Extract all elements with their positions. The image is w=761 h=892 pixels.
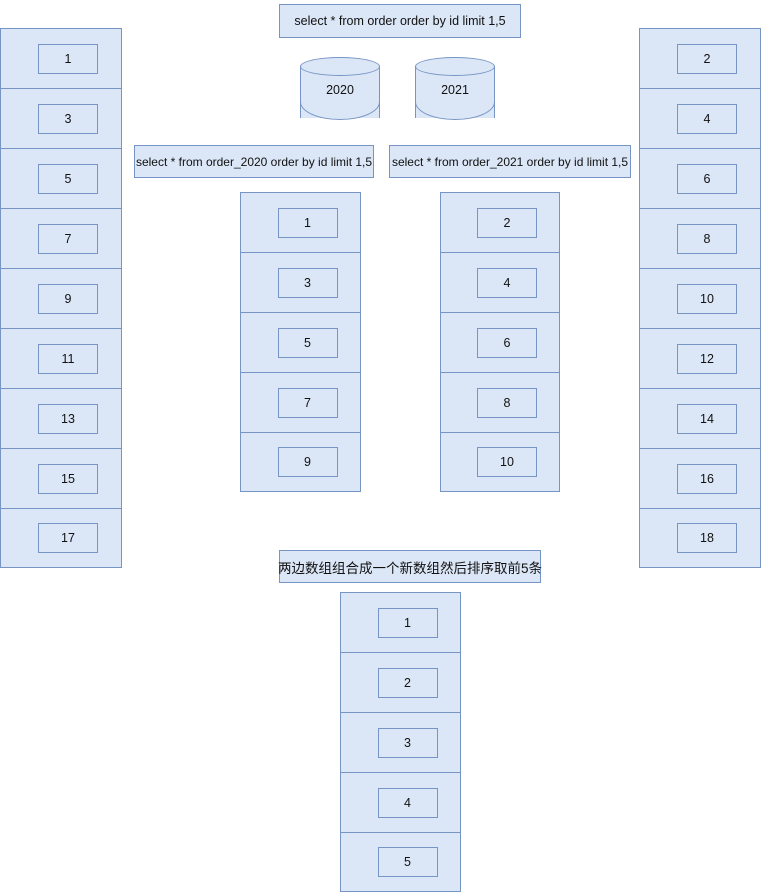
cell-value: 6 xyxy=(477,327,537,358)
shard-query-box-2021: select * from order_2021 order by id lim… xyxy=(389,145,631,178)
cell-value: 4 xyxy=(477,267,537,298)
table-row: 6 xyxy=(639,148,761,208)
source-table-2020-column: 1 3 5 7 9 11 13 15 17 xyxy=(0,28,122,568)
cell-value: 3 xyxy=(377,727,438,758)
table-row: 2 xyxy=(340,652,461,712)
cell-value: 2 xyxy=(377,667,438,698)
cell-value: 9 xyxy=(38,283,98,314)
table-row: 5 xyxy=(0,148,122,208)
cell-value: 3 xyxy=(38,103,98,134)
source-table-2021-column: 2 4 6 8 10 12 14 16 18 xyxy=(639,28,761,568)
cell-value: 5 xyxy=(277,327,338,358)
cell-value: 8 xyxy=(677,223,737,254)
table-row: 4 xyxy=(340,772,461,832)
table-row: 2 xyxy=(639,28,761,88)
table-row: 4 xyxy=(440,252,560,312)
cell-value: 2 xyxy=(677,43,737,74)
table-row: 11 xyxy=(0,328,122,388)
cell-value: 1 xyxy=(277,207,338,238)
table-row: 5 xyxy=(340,832,461,892)
cell-value: 10 xyxy=(677,283,737,314)
merge-caption-box: 两边数组组合成一个新数组然后排序取前5条 xyxy=(278,550,543,583)
result-set-2020-column: 1 3 5 7 9 xyxy=(240,192,361,492)
table-row: 16 xyxy=(639,448,761,508)
table-row: 17 xyxy=(0,508,122,568)
cell-value: 5 xyxy=(38,163,98,194)
table-row: 4 xyxy=(639,88,761,148)
cell-value: 18 xyxy=(677,523,737,553)
cell-value: 16 xyxy=(677,463,737,494)
cell-value: 13 xyxy=(38,403,98,434)
database-label-2020: 2020 xyxy=(326,83,354,97)
cell-value: 8 xyxy=(477,387,537,418)
database-cylinder-2021: 2021 xyxy=(415,57,495,127)
table-row: 7 xyxy=(240,372,361,432)
cell-value: 1 xyxy=(38,43,98,74)
table-row: 14 xyxy=(639,388,761,448)
table-row: 8 xyxy=(639,208,761,268)
cell-value: 6 xyxy=(677,163,737,194)
table-row: 3 xyxy=(0,88,122,148)
table-row: 9 xyxy=(0,268,122,328)
cell-value: 15 xyxy=(38,463,98,494)
cell-value: 5 xyxy=(377,847,438,877)
table-row: 5 xyxy=(240,312,361,372)
cell-value: 1 xyxy=(377,607,438,638)
cell-value: 14 xyxy=(677,403,737,434)
cell-value: 12 xyxy=(677,343,737,374)
table-row: 2 xyxy=(440,192,560,252)
cell-value: 7 xyxy=(277,387,338,418)
table-row: 3 xyxy=(340,712,461,772)
cell-value: 11 xyxy=(38,343,98,374)
merge-caption-text: 两边数组组合成一个新数组然后排序取前5条 xyxy=(278,560,543,576)
shard-query-box-2020: select * from order_2020 order by id lim… xyxy=(134,145,374,178)
table-row: 1 xyxy=(340,592,461,652)
table-row: 13 xyxy=(0,388,122,448)
result-set-2021-column: 2 4 6 8 10 xyxy=(440,192,560,492)
table-row: 6 xyxy=(440,312,560,372)
table-row: 1 xyxy=(0,28,122,88)
merged-result-column: 1 2 3 4 5 xyxy=(340,592,461,892)
cell-value: 17 xyxy=(38,523,98,553)
root-query-box: select * from order order by id limit 1,… xyxy=(279,4,521,38)
database-label-2021: 2021 xyxy=(441,83,469,97)
table-row: 18 xyxy=(639,508,761,568)
cylinder-top-ellipse xyxy=(300,57,380,76)
table-row: 1 xyxy=(240,192,361,252)
table-row: 10 xyxy=(639,268,761,328)
cylinder-top-ellipse xyxy=(415,57,495,76)
shard-query-text-2021: select * from order_2021 order by id lim… xyxy=(391,154,629,169)
root-query-text: select * from order order by id limit 1,… xyxy=(294,14,506,28)
table-row: 15 xyxy=(0,448,122,508)
cell-value: 4 xyxy=(677,103,737,134)
table-row: 7 xyxy=(0,208,122,268)
cell-value: 2 xyxy=(477,207,537,238)
cell-value: 7 xyxy=(38,223,98,254)
database-cylinder-2020: 2020 xyxy=(300,57,380,127)
table-row: 12 xyxy=(639,328,761,388)
cell-value: 4 xyxy=(377,787,438,818)
table-row: 9 xyxy=(240,432,361,492)
cell-value: 3 xyxy=(277,267,338,298)
cell-value: 10 xyxy=(477,447,537,477)
table-row: 3 xyxy=(240,252,361,312)
table-row: 10 xyxy=(440,432,560,492)
shard-query-text-2020: select * from order_2020 order by id lim… xyxy=(135,154,373,169)
table-row: 8 xyxy=(440,372,560,432)
cell-value: 9 xyxy=(277,447,338,477)
